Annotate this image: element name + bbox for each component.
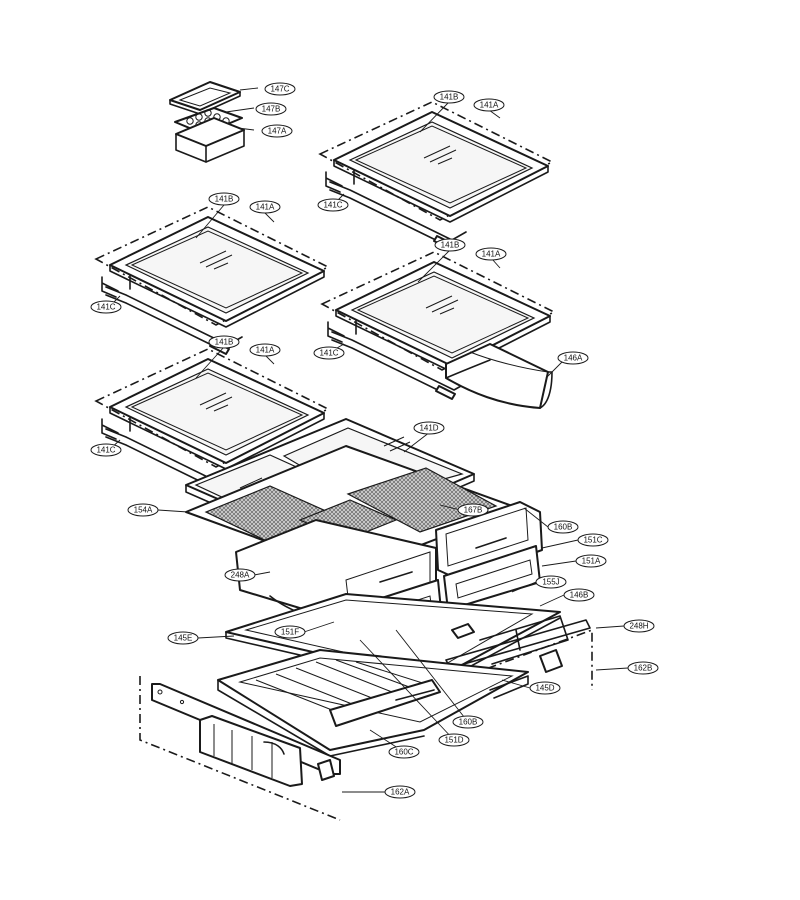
pantry-drawer [217,649,529,757]
svg-text:151C: 151C [583,536,602,545]
callout-shelf1-141B: 141B [433,90,465,104]
callout-151D: 151D [438,733,470,747]
callout-167B: 167B [457,503,489,517]
callout-147C: 147C [264,82,296,96]
svg-text:141B: 141B [441,241,460,250]
callout-shelf3-141A: 141A [475,247,507,261]
callout-154A: 154A [127,503,159,517]
svg-text:162A: 162A [391,788,410,797]
callout-160C: 160C [388,745,420,759]
svg-text:141C: 141C [96,446,115,455]
callout-shelf2-141A: 141A [249,200,281,214]
callout-162A: 162A [384,785,416,799]
under-shelf-basket [445,343,553,409]
svg-text:151A: 151A [582,557,601,566]
callout-147B: 147B [255,102,287,116]
callout-145E: 145E [167,631,199,645]
svg-text:141A: 141A [256,203,275,212]
callout-shelf3-141B: 141B [434,238,466,252]
svg-text:141B: 141B [215,195,234,204]
callout-162B: 162B [627,661,659,675]
svg-text:141A: 141A [482,250,501,259]
callout-shelf4-141A: 141A [249,343,281,357]
callout-248H: 248H [623,619,655,633]
svg-text:162B: 162B [634,664,653,673]
callout-151C: 151C [577,533,609,547]
svg-text:151D: 151D [444,736,463,745]
callout-160B-lower: 160B [452,715,484,729]
svg-text:146B: 146B [570,591,589,600]
svg-text:141B: 141B [440,93,459,102]
callout-shelf4-141B: 141B [208,335,240,349]
callout-146B: 146B [563,588,595,602]
callout-shelf4-141C: 141C [90,443,122,457]
svg-text:145D: 145D [535,684,554,693]
svg-text:141C: 141C [323,201,342,210]
callout-146A: 146A [557,351,589,365]
callout-151F: 151F [274,625,306,639]
glass-shelf-1 [319,101,553,250]
svg-text:141C: 141C [319,349,338,358]
svg-text:167B: 167B [464,506,483,515]
svg-text:147A: 147A [268,127,287,136]
callout-shelf1-141A: 141A [473,98,505,112]
svg-text:160C: 160C [394,748,413,757]
callout-shelf2-141C: 141C [90,300,122,314]
egg-tray-lid [169,81,241,115]
svg-text:147C: 147C [270,85,289,94]
callout-141D: 141D [413,421,445,435]
svg-text:248H: 248H [629,622,648,631]
callout-147A: 147A [261,124,293,138]
svg-text:145E: 145E [174,634,193,643]
callout-155J: 155J [535,575,567,589]
pantry-front-panel [139,676,341,821]
callout-160B: 160B [547,520,579,534]
svg-text:147B: 147B [262,105,281,114]
glass-shelf-2 [95,206,329,355]
svg-text:160B: 160B [554,523,573,532]
svg-text:154A: 154A [134,506,153,515]
svg-text:141C: 141C [96,303,115,312]
svg-text:151F: 151F [281,628,299,637]
svg-text:141A: 141A [256,346,275,355]
callout-shelf2-141B: 141B [208,192,240,206]
svg-text:155J: 155J [542,578,559,587]
callout-151A: 151A [575,554,607,568]
callout-145D: 145D [529,681,561,695]
pantry-slide-rails [433,615,593,690]
callout-shelf3-141C: 141C [313,346,345,360]
svg-text:146A: 146A [564,354,583,363]
svg-text:160B: 160B [459,718,478,727]
callout-248A: 248A [224,568,256,582]
egg-tray-assembly [169,81,245,163]
svg-text:141B: 141B [215,338,234,347]
svg-text:141A: 141A [480,101,499,110]
callout-shelf1-141C: 141C [317,198,349,212]
svg-text:141D: 141D [419,424,438,433]
svg-text:248A: 248A [231,571,250,580]
egg-tray-bin [175,117,245,163]
